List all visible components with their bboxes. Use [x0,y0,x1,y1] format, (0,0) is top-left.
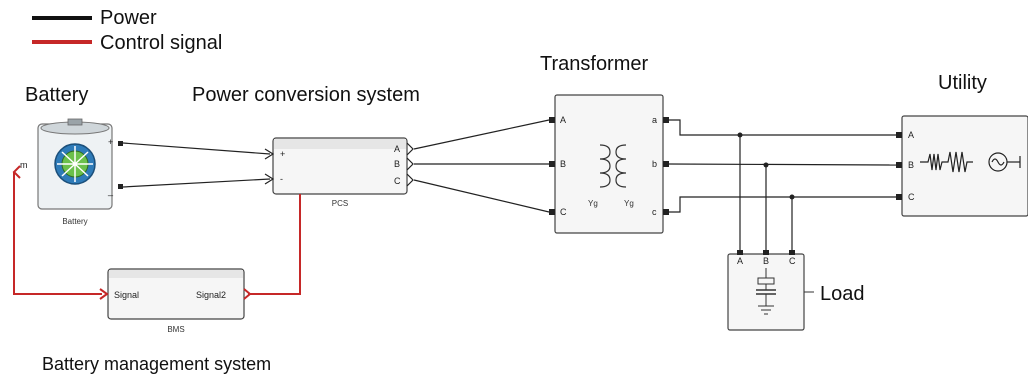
load-terminal-a [737,250,743,255]
transformer-winding-left: Yg [588,199,598,208]
pcs-port-plus: + [280,149,285,159]
utility-block[interactable] [901,115,1028,217]
load-port-c: C [789,256,796,266]
bms-block-name: BMS [167,325,184,334]
transformer-coil-icon [599,144,627,188]
pcs-port-b: B [394,159,400,169]
legend-power-label: Power [100,7,157,29]
battery-block-name: Battery [62,217,87,226]
transformer-terminal-b-in [549,161,555,167]
battery-minus-terminal [118,184,123,189]
utility-port-b: B [908,160,914,170]
bms-caption: Battery management system [42,354,271,374]
transformer-port-b-out: b [652,159,657,169]
battery-port-plus: + [108,137,113,147]
wire-transformer-b-utility [668,163,897,166]
transformer-port-c-in: C [560,207,567,217]
transformer-terminal-a-out [663,117,669,123]
transformer-port-c-out: c [652,207,657,217]
battery-plus-terminal [118,141,123,146]
transformer-port-b-in: B [560,159,566,169]
transformer-block[interactable]: Yg Yg [554,94,664,234]
load-caption: Load [820,283,865,305]
battery-port-minus: _ [107,186,114,196]
load-terminal-b [763,250,769,255]
battery-caption: Battery [25,84,88,106]
transformer-port-a-out: a [652,115,657,125]
transformer-terminal-b-out [663,161,669,167]
wire-battery-minus-pcs [122,178,271,188]
pcs-a-arrow [406,142,414,156]
wire-pcs-c-transformer [413,179,550,213]
bms-port-in: Signal [114,290,139,300]
load-port-b: B [763,256,769,266]
transformer-terminal-a-in [549,117,555,123]
pcs-block[interactable]: PCS [272,137,408,208]
bms-block[interactable]: BMS [107,268,245,334]
bms-in-arrow [99,288,109,300]
control-wire-bms-pcs [248,194,301,295]
wire-battery-plus-pcs [122,142,271,155]
pcs-port-c: C [394,176,401,186]
battery-m-arrow [12,165,21,179]
pcs-plus-arrow [264,148,275,160]
utility-terminal-a [896,132,902,138]
wire-transformer-a-utility [669,119,896,136]
pcs-b-arrow [406,157,414,171]
wire-pcs-a-transformer [413,119,550,150]
battery-block[interactable]: Battery [37,118,113,226]
pcs-minus-arrow [264,173,275,185]
load-port-a: A [737,256,743,266]
ac-source-icon [920,151,1021,173]
wire-transformer-c-utility [669,196,896,213]
utility-caption: Utility [938,72,987,94]
transformer-port-a-in: A [560,115,566,125]
transformer-terminal-c-in [549,209,555,215]
control-wire-battery-bms [13,172,102,295]
transformer-winding-right: Yg [624,199,634,208]
bms-port-out: Signal2 [196,290,226,300]
legend-control-label: Control signal [100,32,222,54]
transformer-terminal-c-out [663,209,669,215]
pcs-port-minus: - [280,174,283,184]
utility-terminal-b [896,162,902,168]
pcs-c-arrow [406,173,414,187]
utility-port-a: A [908,130,914,140]
battery-port-m: m [20,160,28,170]
pcs-caption: Power conversion system [192,84,420,106]
legend: Power Control signal [32,7,222,54]
transformer-caption: Transformer [540,53,649,75]
load-terminal-c [789,250,795,255]
bms-out-arrow [243,288,252,300]
pcs-block-name: PCS [332,199,348,208]
rlc-load-icon [756,268,776,315]
utility-port-c: C [908,192,915,202]
pcs-port-a: A [394,144,400,154]
battery-icon [54,143,96,185]
utility-terminal-c [896,194,902,200]
